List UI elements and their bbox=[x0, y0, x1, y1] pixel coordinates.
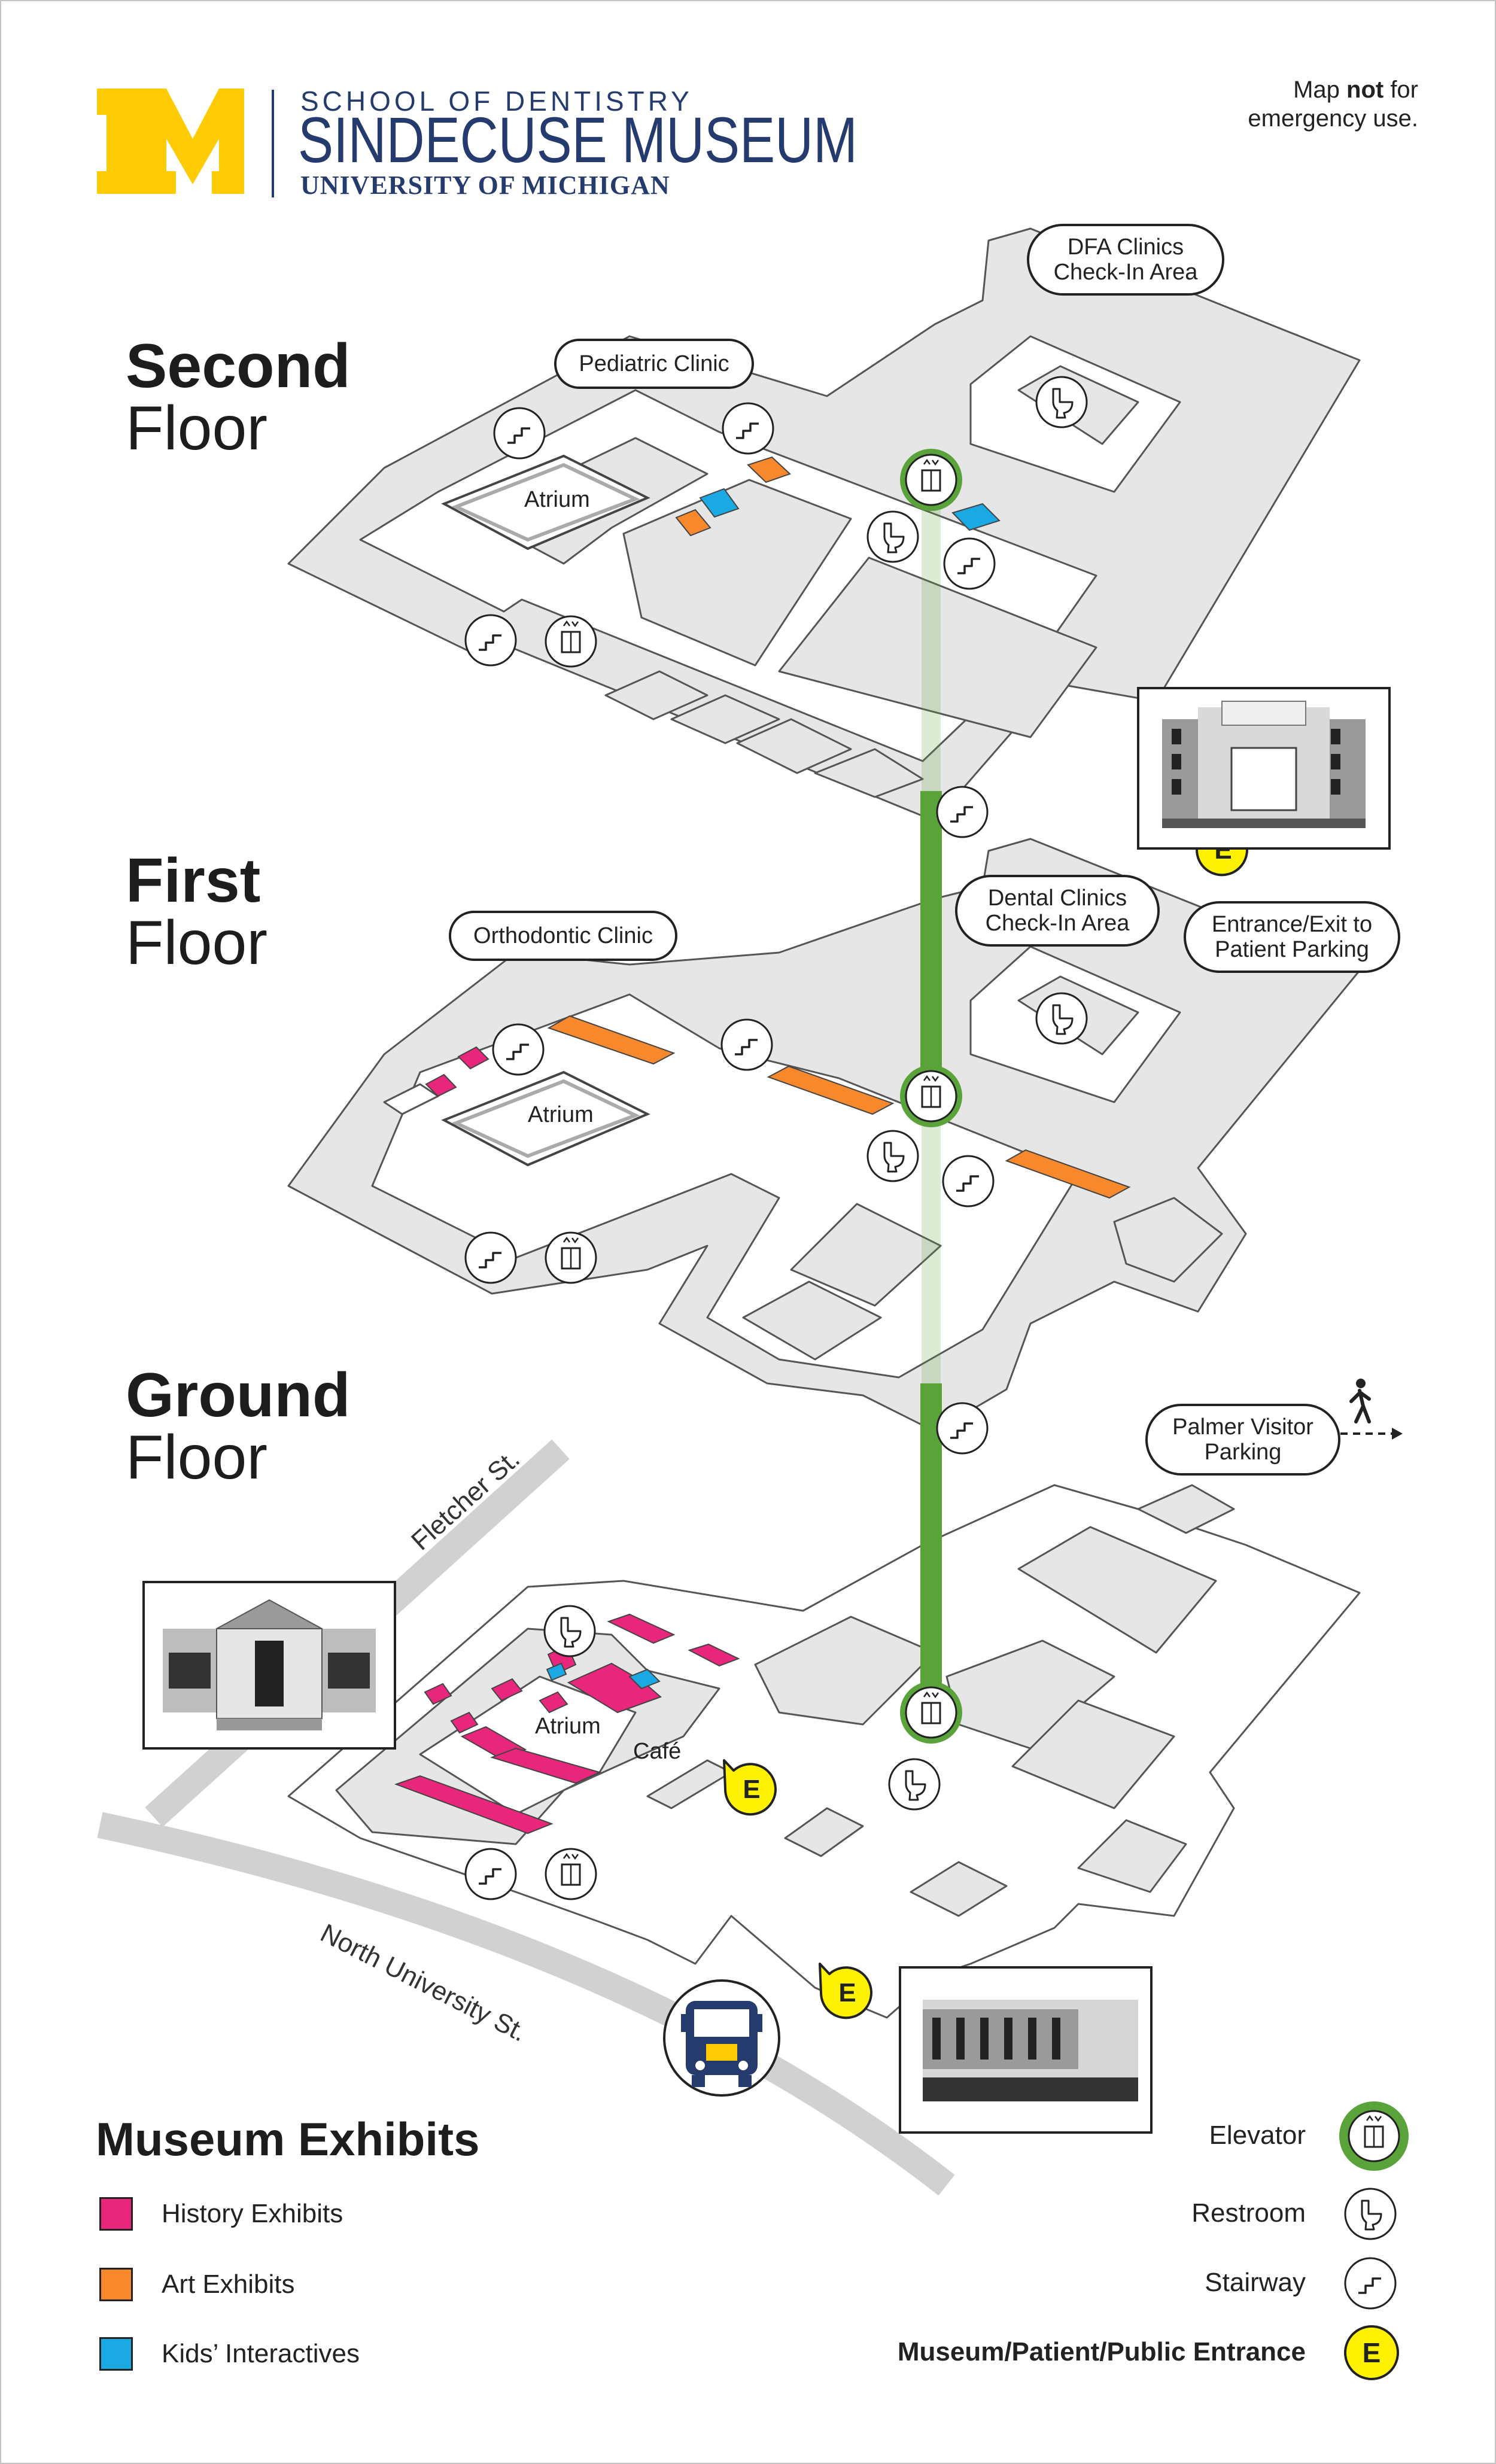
header-divider bbox=[272, 90, 274, 197]
second-floor-title: Second Floor bbox=[126, 331, 351, 463]
stairs-icon bbox=[1344, 2257, 1397, 2310]
second-floor-plan bbox=[287, 227, 1361, 822]
toilet-icon bbox=[1344, 2188, 1397, 2240]
first-floor-atrium bbox=[441, 1070, 650, 1167]
toilet-icon[interactable] bbox=[1035, 992, 1088, 1045]
kids-swatch bbox=[99, 2337, 133, 2371]
museum-building-thumbnail bbox=[142, 1581, 396, 1750]
elevator-icon[interactable] bbox=[900, 1065, 962, 1127]
stairs-icon[interactable] bbox=[722, 402, 774, 455]
emergency-notice: Map not for emergency use. bbox=[1248, 77, 1418, 132]
toilet-icon[interactable] bbox=[866, 1130, 919, 1182]
elevator-icon[interactable] bbox=[545, 1848, 597, 1900]
elevator-icon[interactable] bbox=[545, 615, 597, 668]
toilet-icon[interactable] bbox=[866, 510, 919, 563]
bus-icon[interactable] bbox=[663, 1979, 780, 2097]
stairs-icon[interactable] bbox=[493, 407, 546, 460]
school-name: SCHOOL OF DENTISTRY bbox=[300, 86, 693, 117]
orthodontic-clinic-callout: Orthodontic Clinic bbox=[449, 911, 677, 961]
entrance-e-icon: E bbox=[1344, 2325, 1399, 2380]
stairs-icon[interactable] bbox=[942, 1155, 995, 1207]
key-elevator: Elevator bbox=[1209, 2121, 1306, 2150]
stairs-icon[interactable] bbox=[936, 786, 989, 838]
stairs-icon[interactable] bbox=[943, 537, 996, 590]
pediatric-clinic-callout: Pediatric Clinic bbox=[554, 339, 754, 389]
first-floor-title: First Floor bbox=[126, 846, 267, 978]
elevator-icon bbox=[1339, 2101, 1409, 2171]
history-swatch bbox=[99, 2197, 133, 2231]
toilet-icon[interactable] bbox=[543, 1605, 596, 1657]
parking-building-thumbnail bbox=[899, 1966, 1153, 2134]
elevator-icon[interactable] bbox=[545, 1231, 597, 1284]
key-restroom: Restroom bbox=[1191, 2198, 1306, 2228]
elevator-icon[interactable] bbox=[900, 1681, 962, 1744]
legend-title: Museum Exhibits bbox=[96, 2113, 480, 2165]
legend-history: History Exhibits bbox=[99, 2196, 343, 2232]
elevator-icon[interactable] bbox=[900, 449, 962, 511]
svg-text:E: E bbox=[1363, 2337, 1381, 2368]
michigan-block-m-logo bbox=[97, 89, 244, 194]
key-stairway: Stairway bbox=[1205, 2268, 1306, 2297]
legend-kids: Kids’ Interactives bbox=[99, 2336, 360, 2372]
first-floor-plan bbox=[287, 838, 1361, 1432]
museum-name: SINDECUSE MUSEUM bbox=[298, 104, 858, 176]
second-floor-atrium bbox=[441, 454, 650, 550]
pedestrian-icon bbox=[1340, 1379, 1403, 1440]
stairs-icon[interactable] bbox=[464, 1231, 517, 1284]
stairs-icon[interactable] bbox=[492, 1023, 545, 1076]
second-floor-atrium-label: Atrium bbox=[524, 487, 590, 512]
toilet-icon[interactable] bbox=[1035, 376, 1088, 428]
stairs-icon[interactable] bbox=[720, 1018, 773, 1071]
toilet-icon[interactable] bbox=[888, 1758, 941, 1811]
legend-art: Art Exhibits bbox=[99, 2267, 295, 2302]
first-floor-atrium-label: Atrium bbox=[528, 1102, 594, 1127]
second-floor-exhibits bbox=[675, 456, 1001, 537]
art-swatch bbox=[99, 2268, 133, 2301]
cafe-label: Café bbox=[633, 1739, 682, 1764]
stairs-icon[interactable] bbox=[464, 614, 517, 667]
stairs-icon[interactable] bbox=[936, 1402, 989, 1455]
university-name: UNIVERSITY OF MICHIGAN bbox=[300, 171, 670, 200]
first-floor-exhibits bbox=[425, 1015, 1131, 1199]
ground-floor-exhibits bbox=[394, 1613, 740, 1835]
dental-building-thumbnail bbox=[1137, 687, 1391, 850]
stairs-icon[interactable] bbox=[464, 1848, 517, 1900]
key-entrance: Museum/Patient/Public Entrance bbox=[897, 2337, 1306, 2366]
ground-floor-atrium-label: Atrium bbox=[535, 1714, 601, 1739]
ground-floor-title: Ground Floor bbox=[126, 1361, 351, 1492]
